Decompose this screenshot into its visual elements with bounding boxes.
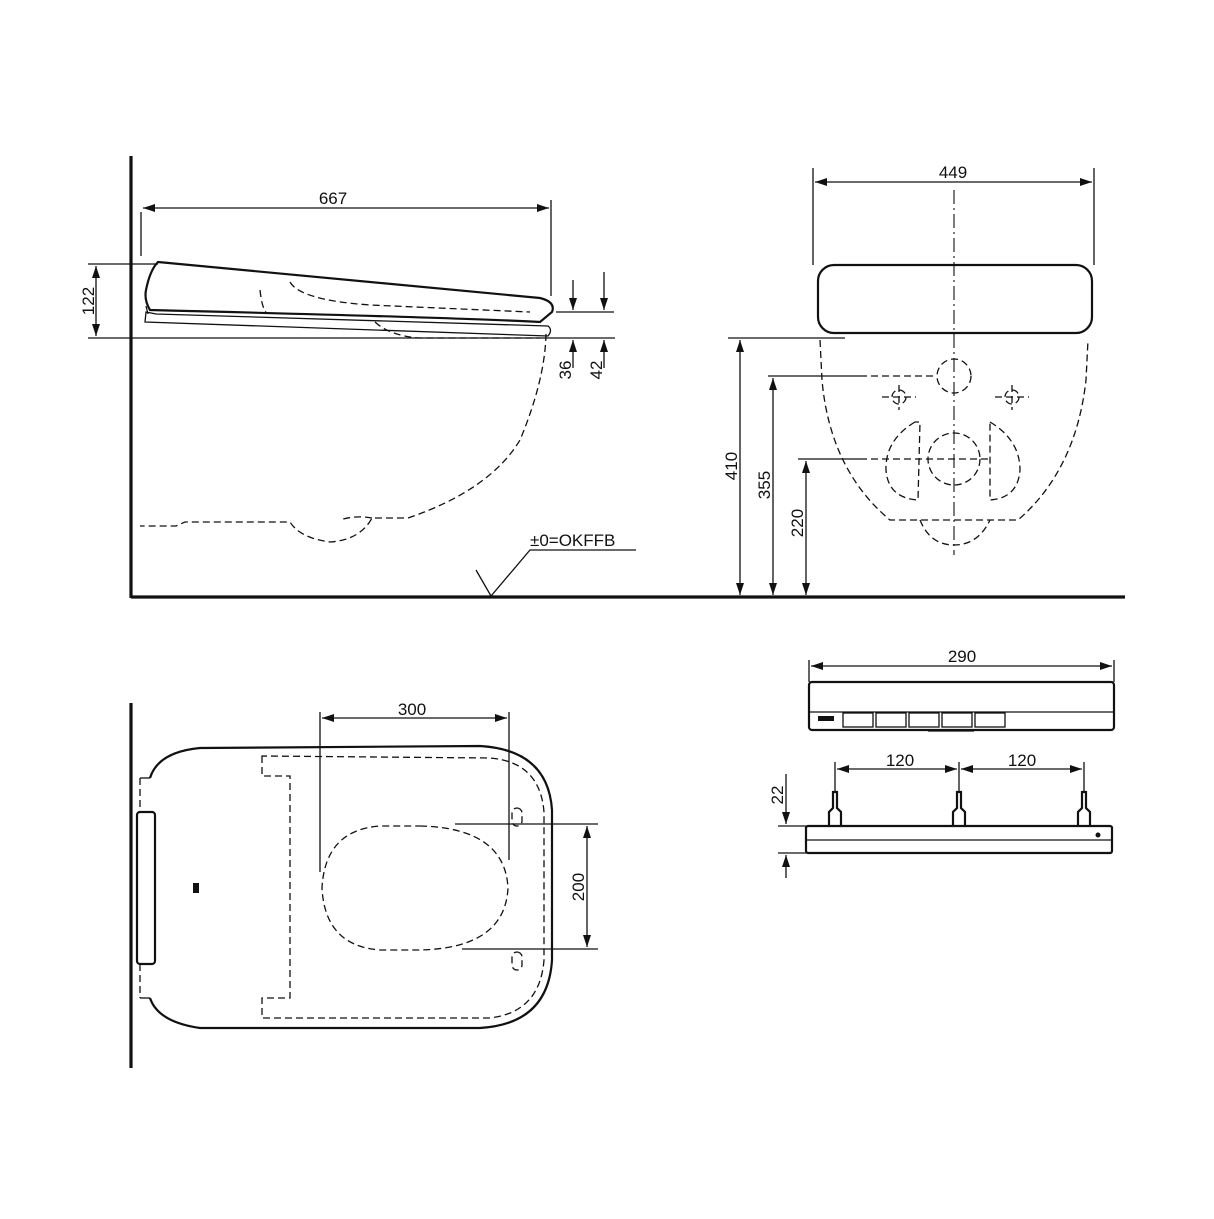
top-hole-lower	[511, 951, 523, 971]
top-seat-opening	[321, 825, 509, 951]
dim-label-355: 355	[755, 471, 774, 499]
dim-label-410: 410	[722, 452, 741, 480]
top-inner-outline	[261, 755, 545, 1019]
bracket-screw	[1095, 832, 1101, 838]
side-lid-underside	[144, 311, 552, 337]
side-bowl-outline	[140, 333, 547, 543]
dim-label-300: 300	[398, 700, 426, 719]
top-indicator	[193, 883, 199, 893]
front-top-hole	[936, 358, 972, 394]
bracket-stud-right	[1076, 790, 1092, 826]
front-view: 449 410 355 220	[722, 163, 1095, 595]
side-view: 667 122 36 42 ±0=OKFFB	[79, 156, 1125, 599]
front-bowl-foot	[919, 519, 991, 546]
remote-body	[807, 680, 1116, 732]
dim-label-200: 200	[569, 873, 588, 901]
top-hinge-panel	[135, 810, 157, 966]
side-bowl-base	[339, 516, 373, 521]
dim-label-120-left: 120	[886, 751, 914, 770]
remote-button-5	[974, 712, 1006, 728]
top-view: 300 200	[129, 700, 598, 1068]
remote-button-1	[842, 712, 874, 728]
front-right-cutout	[989, 420, 1021, 501]
remote-button-4	[941, 712, 973, 728]
floor-reference-label: ±0=OKFFB	[530, 531, 615, 550]
remote-button-2	[875, 712, 907, 728]
dim-label-22: 22	[768, 786, 787, 805]
wall-bracket-view: 120 120 22	[768, 751, 1114, 878]
dim-label-667: 667	[319, 189, 347, 208]
side-hidden-seat	[259, 281, 531, 313]
front-lid	[816, 263, 1094, 335]
top-hole-upper	[511, 807, 523, 827]
side-lid-outline	[144, 260, 554, 324]
front-left-cutout	[885, 421, 921, 501]
remote-logo	[818, 716, 834, 721]
dim-label-122: 122	[79, 287, 98, 315]
remote-button-3	[908, 712, 940, 728]
dim-label-42: 42	[587, 361, 606, 380]
top-shell-outline	[148, 744, 554, 1030]
dim-label-120-right: 120	[1008, 751, 1036, 770]
side-lid-lower-edge	[145, 305, 149, 315]
floor-reference-symbol	[475, 549, 636, 598]
dim-label-290: 290	[948, 647, 976, 666]
remote-control-view: 290	[807, 647, 1116, 732]
dim-label-220: 220	[788, 509, 807, 537]
dim-label-449: 449	[939, 163, 967, 182]
dim-label-36: 36	[556, 361, 575, 380]
bracket-stud-center	[951, 790, 967, 826]
front-bowl-outline	[819, 339, 1089, 521]
bracket-stud-left	[827, 790, 843, 826]
